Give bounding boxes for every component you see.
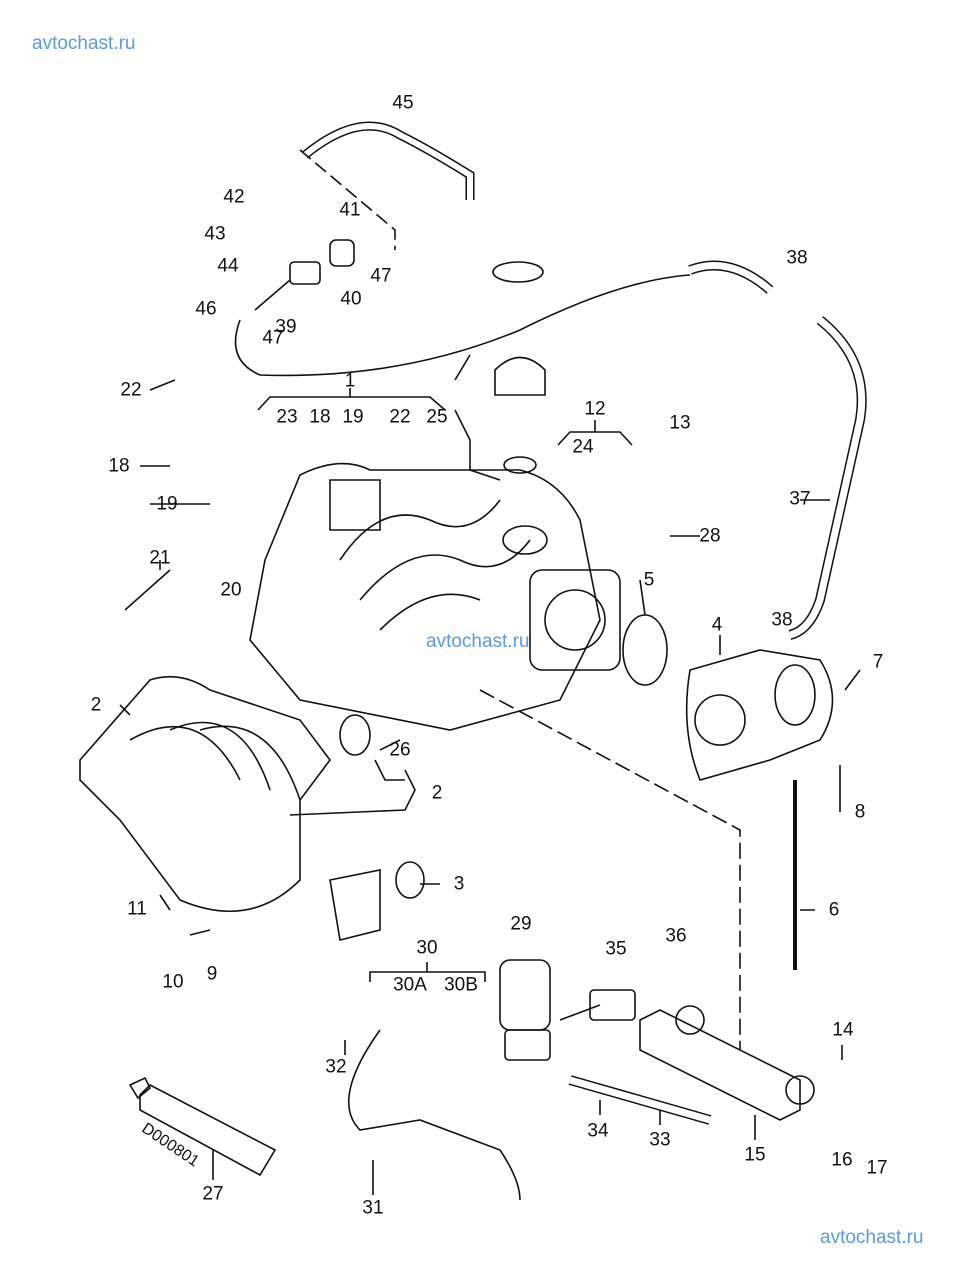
callout-label: 19 bbox=[156, 493, 178, 515]
callout-label: 23 bbox=[276, 406, 298, 428]
callout-label: 6 bbox=[828, 899, 840, 921]
callout-label: 18 bbox=[309, 406, 331, 428]
callout-label: 25 bbox=[426, 406, 448, 428]
callout-label: 44 bbox=[217, 255, 239, 277]
callout-label: 45 bbox=[392, 92, 414, 114]
callout-label: 26 bbox=[389, 739, 411, 761]
callout-label: 21 bbox=[149, 547, 171, 569]
callout-label: 15 bbox=[744, 1144, 766, 1166]
callout-label: 10 bbox=[162, 971, 184, 993]
callout-label: 43 bbox=[204, 223, 226, 245]
callout-label: 27 bbox=[202, 1183, 224, 1205]
callout-label: 30A bbox=[393, 974, 427, 996]
callout-label: 19 bbox=[342, 406, 364, 428]
intake-manifold-lower bbox=[79, 675, 331, 912]
callout-label: 24 bbox=[572, 436, 594, 458]
callout-label: 39 bbox=[275, 316, 297, 338]
callout-label: 2 bbox=[90, 694, 102, 716]
callout-label: 16 bbox=[831, 1149, 853, 1171]
callout-label: 36 bbox=[665, 925, 687, 947]
callout-label: 40 bbox=[340, 288, 362, 310]
callout-label: 47 bbox=[370, 265, 392, 287]
watermark-bottom-right: avtochast.ru bbox=[820, 1227, 924, 1248]
sealant-tube-27 bbox=[139, 1084, 277, 1177]
gasket-5 bbox=[622, 614, 668, 686]
callout-label: 7 bbox=[872, 651, 884, 673]
callout-label: 34 bbox=[587, 1120, 609, 1142]
callout-label: 38 bbox=[786, 247, 808, 269]
callout-label: 33 bbox=[649, 1129, 671, 1151]
callout-label: 14 bbox=[832, 1019, 854, 1041]
fuel-rail-15 bbox=[639, 1009, 801, 1121]
callout-label: 22 bbox=[120, 379, 142, 401]
callout-label: 18 bbox=[108, 455, 130, 477]
cap-25 bbox=[492, 261, 544, 283]
callout-label: 47 bbox=[262, 327, 284, 349]
callout-label: 20 bbox=[220, 579, 242, 601]
callout-label: 8 bbox=[854, 801, 866, 823]
throttle-body-4 bbox=[685, 649, 834, 781]
callout-label: 28 bbox=[699, 525, 721, 547]
callout-label: 22 bbox=[389, 406, 411, 428]
callout-label: 32 bbox=[325, 1056, 347, 1078]
callout-label: 46 bbox=[195, 298, 217, 320]
callout-label: 42 bbox=[223, 186, 245, 208]
valve-39 bbox=[289, 261, 321, 285]
callout-label: 4 bbox=[711, 614, 723, 636]
callout-label: 5 bbox=[643, 569, 655, 591]
callout-label: 13 bbox=[669, 412, 691, 434]
callout-label: 35 bbox=[605, 938, 627, 960]
intake-manifold-upper bbox=[249, 462, 601, 731]
callout-label: 2 bbox=[431, 782, 443, 804]
callout-label: 11 bbox=[127, 898, 147, 920]
callout-label: 30 bbox=[416, 937, 438, 959]
watermark-top-left: avtochast.ru bbox=[32, 33, 136, 54]
clamp-40 bbox=[329, 239, 355, 267]
callout-label: 29 bbox=[510, 913, 532, 935]
hose-37 bbox=[688, 260, 867, 640]
callout-label: 37 bbox=[789, 488, 811, 510]
callout-label: 30B bbox=[444, 974, 478, 996]
callout-label: 9 bbox=[206, 963, 218, 985]
watermark-center: avtochast.ru bbox=[426, 631, 530, 652]
callout-label: 1 bbox=[344, 370, 356, 392]
egr-pipe bbox=[347, 1029, 521, 1201]
callout-label: 3 bbox=[453, 873, 465, 895]
callout-label: 12 bbox=[584, 398, 606, 420]
callout-label: 41 bbox=[339, 199, 361, 221]
callout-label: 31 bbox=[362, 1197, 384, 1219]
egr-valve-29 bbox=[499, 959, 551, 1031]
callout-label: 17 bbox=[866, 1157, 888, 1179]
callout-label: 38 bbox=[771, 609, 793, 631]
